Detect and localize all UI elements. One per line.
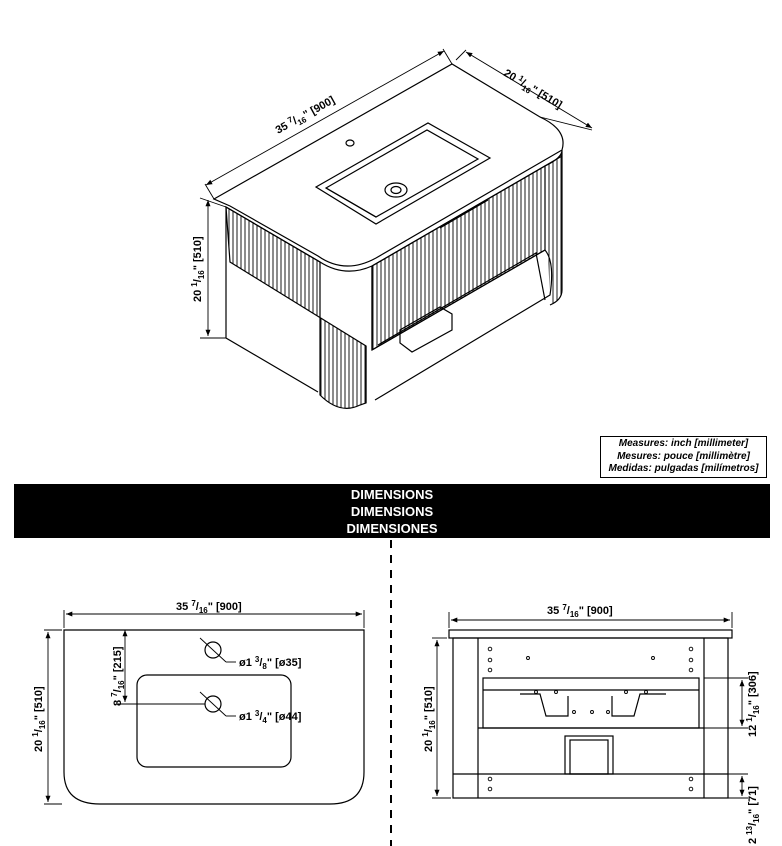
svg-text:20 1/16" [510]: 20 1/16" [510]: [421, 686, 437, 752]
front-view-holes: [487, 646, 694, 792]
legend-line-fr: Mesures: pouce [millimètre]: [617, 450, 750, 462]
front-view: [448, 629, 733, 799]
front-view-dimensions: [432, 612, 748, 799]
iso-width-label: 35 7/16" [900]: [273, 92, 339, 138]
cabinet-left-side: [225, 205, 367, 409]
basin-offset-label: 8 7/16" [215]: [110, 646, 126, 706]
iso-height-label: 20 1/16" [510]: [190, 236, 206, 302]
svg-text:35 7/16" [900]: 35 7/16" [900]: [273, 92, 339, 138]
svg-text:12 1/16" [306]: 12 1/16" [306]: [745, 671, 761, 737]
drain-circle: [384, 182, 408, 198]
top-view: [63, 629, 365, 805]
front-drawer: [482, 677, 700, 729]
legend-line-en: Measures: inch [millimeter]: [618, 438, 749, 449]
basin-inner: [324, 129, 480, 218]
faucet-hole-top: [204, 641, 222, 659]
top-width-label: 35 7/16" [900]: [176, 599, 242, 615]
drawer-height-label: 12 1/16" [306]: [745, 671, 761, 737]
drain-hole-label: ø1 3/4" [ø44]: [239, 709, 302, 725]
faucet-hole: [345, 139, 355, 147]
top-view-dimensions: [44, 610, 365, 805]
top-view-basin: [136, 674, 292, 768]
top-view-outline: [63, 629, 365, 805]
front-height-label: 20 1/16" [510]: [421, 686, 437, 752]
front-cabinet: [452, 637, 729, 799]
svg-text:2 13/16" [71]: 2 13/16" [71]: [745, 786, 761, 844]
front-siphon-box: [564, 735, 614, 775]
svg-text:20 1/16" [510]: 20 1/16" [510]: [500, 66, 565, 114]
iso-dimensions: [199, 48, 593, 339]
isometric-view: [212, 63, 564, 409]
base-height-label: 2 13/16" [71]: [745, 786, 761, 844]
front-width-label: 35 7/16" [900]: [547, 603, 613, 619]
top-depth-label: 20 1/16" [510]: [31, 686, 47, 752]
svg-text:20 1/16" [510]: 20 1/16" [510]: [31, 686, 47, 752]
faucet-hole-label: ø1 3/8" [ø35]: [239, 655, 302, 671]
basin-outer: [314, 122, 492, 225]
dimensions-banner: DIMENSIONS DIMENSIONS DIMENSIONES: [14, 484, 770, 538]
svg-text:8 7/16" [215]: 8 7/16" [215]: [110, 646, 126, 706]
banner-title-es: DIMENSIONES: [346, 521, 438, 536]
banner-title-fr: DIMENSIONS: [350, 504, 434, 519]
svg-text:20 1/16" [510]: 20 1/16" [510]: [190, 236, 206, 302]
units-legend: Measures: inch [millimeter] Mesures: pou…: [600, 436, 767, 478]
banner-title-en: DIMENSIONS: [350, 487, 434, 502]
legend-line-es: Medidas: pulgadas [milímetros]: [608, 463, 759, 474]
iso-depth-label: 20 1/16" [510]: [500, 66, 565, 114]
front-countertop: [448, 629, 733, 639]
